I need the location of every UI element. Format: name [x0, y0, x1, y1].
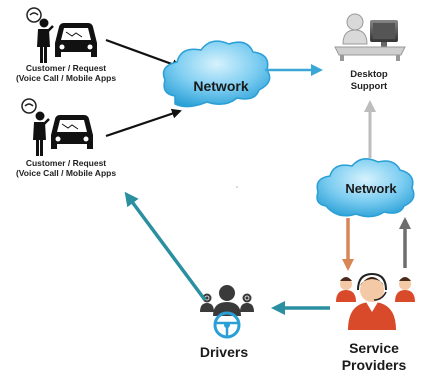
bottom-customer-label-line1: Customer / Request	[26, 158, 106, 168]
service-providers-label-line2: Providers	[342, 357, 407, 373]
arrow-top-customer-to-network	[105, 38, 182, 69]
bottom-customer-icon	[21, 98, 93, 156]
bottom-customer-label-line2: (Voice Call / Mobile Apps	[16, 168, 116, 178]
top-customer-icon	[26, 7, 97, 63]
top-customer-label-line1: Customer / Request	[26, 63, 106, 73]
service-providers-icon	[336, 272, 415, 330]
service-providers-label-line1: Service	[349, 340, 399, 356]
network-center-label: Network	[193, 78, 248, 94]
desktop-support-label-line2: Support	[351, 81, 388, 92]
desktop-support-icon	[334, 13, 406, 61]
arrow-drivers-to-customer	[124, 191, 207, 302]
drivers-icon	[200, 285, 254, 339]
arrow-bottom-customer-to-network	[105, 108, 182, 138]
desktop-support-label-line1: Desktop	[350, 69, 388, 80]
drivers-label: Drivers	[200, 344, 248, 360]
network-cloud-right	[316, 158, 415, 218]
network-cloud-center	[162, 40, 271, 108]
top-customer-label-line2: (Voice Call / Mobile Apps	[16, 73, 116, 83]
network-right-label: Network	[345, 181, 397, 196]
stray-mark: *	[236, 186, 238, 192]
